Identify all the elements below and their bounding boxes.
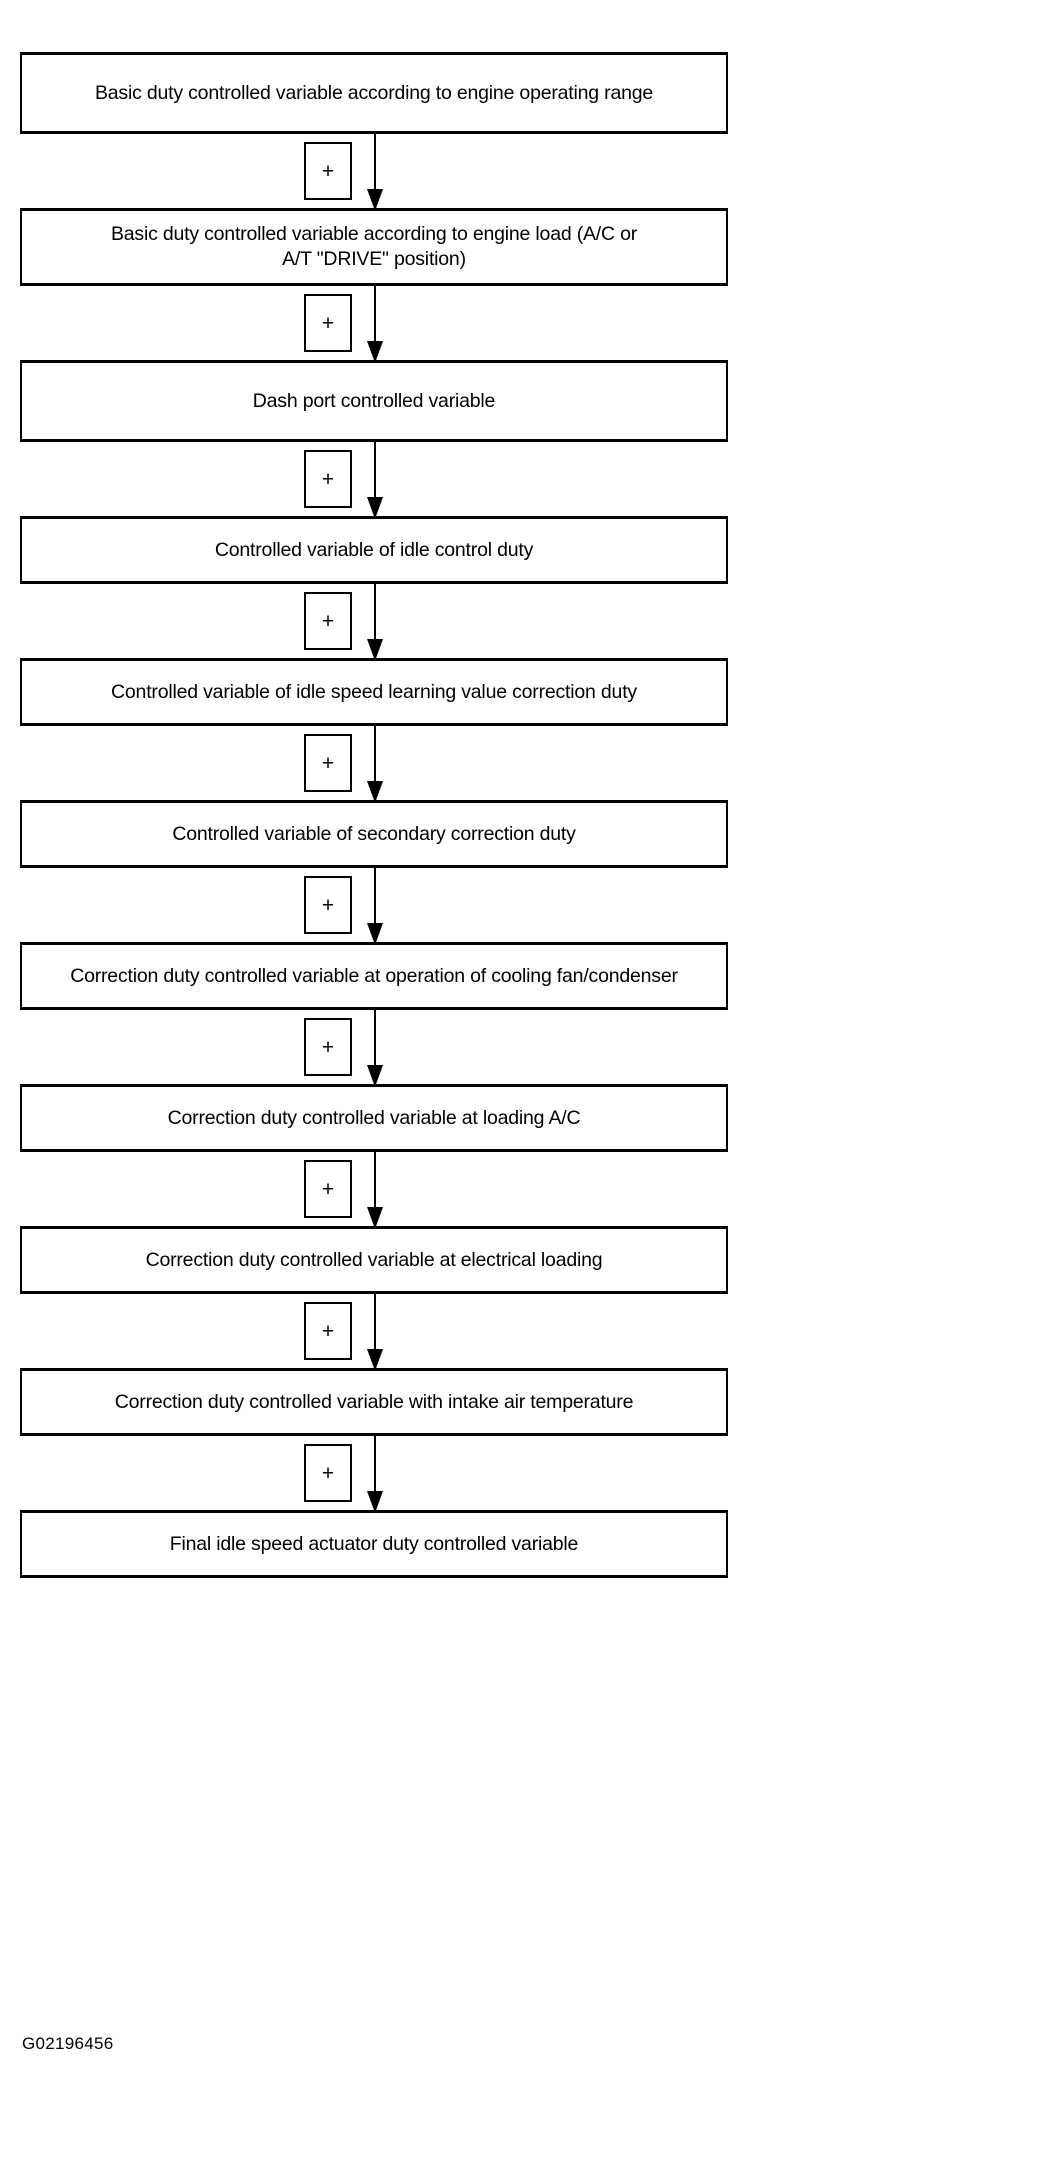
plus-operator-box-2: + — [304, 294, 352, 352]
arrow-head-icon-1 — [367, 189, 383, 211]
arrow-shaft-8 — [374, 1149, 376, 1211]
flow-node-5-label: Controlled variable of idle speed learni… — [111, 680, 637, 703]
arrow-head-icon-8 — [367, 1207, 383, 1229]
arrow-head-icon-7 — [367, 1065, 383, 1087]
flow-node-5: Controlled variable of idle speed learni… — [20, 658, 728, 726]
connector-10-to-11: + — [20, 1433, 728, 1513]
arrow-head-icon-4 — [367, 639, 383, 661]
plus-operator-label-5: + — [321, 751, 335, 775]
arrow-head-icon-3 — [367, 497, 383, 519]
arrow-head-icon-9 — [367, 1349, 383, 1371]
plus-operator-box-4: + — [304, 592, 352, 650]
flow-node-11-label: Final idle speed actuator duty controlle… — [169, 1532, 579, 1555]
arrow-shaft-10 — [374, 1433, 376, 1495]
connector-7-to-8: + — [20, 1007, 728, 1087]
arrow-shaft-7 — [374, 1007, 376, 1069]
connector-9-to-10: + — [20, 1291, 728, 1371]
arrow-head-icon-2 — [367, 341, 383, 363]
flow-node-2-label: Basic duty controlled variable according… — [110, 223, 638, 270]
flow-node-10: Correction duty controlled variable with… — [20, 1368, 728, 1436]
plus-operator-box-9: + — [304, 1302, 352, 1360]
plus-operator-box-3: + — [304, 450, 352, 508]
connector-2-to-3: + — [20, 283, 728, 363]
flow-node-7: Correction duty controlled variable at o… — [20, 942, 728, 1010]
flow-node-6: Controlled variable of secondary correct… — [20, 800, 728, 868]
arrow-head-icon-10 — [367, 1491, 383, 1513]
plus-operator-label-6: + — [321, 893, 335, 917]
plus-operator-label-9: + — [321, 1319, 335, 1343]
figure-caption: G02196456 — [22, 2034, 114, 2053]
flow-node-9-label: Correction duty controlled variable at e… — [145, 1248, 603, 1271]
connector-8-to-9: + — [20, 1149, 728, 1229]
flow-node-4: Controlled variable of idle control duty — [20, 516, 728, 584]
flow-node-11: Final idle speed actuator duty controlle… — [20, 1510, 728, 1578]
plus-operator-label-1: + — [321, 159, 335, 183]
connector-6-to-7: + — [20, 865, 728, 945]
flow-node-7-label: Correction duty controlled variable at o… — [70, 964, 678, 987]
plus-operator-label-4: + — [321, 609, 335, 633]
plus-operator-label-10: + — [321, 1461, 335, 1485]
flow-node-4-label: Controlled variable of idle control duty — [214, 538, 534, 561]
plus-operator-label-8: + — [321, 1177, 335, 1201]
flow-node-1-label: Basic duty controlled variable according… — [94, 81, 654, 104]
flow-node-10-label: Correction duty controlled variable with… — [114, 1390, 634, 1413]
flow-node-2: Basic duty controlled variable according… — [20, 208, 728, 286]
flow-node-3: Dash port controlled variable — [20, 360, 728, 442]
arrow-shaft-2 — [374, 283, 376, 345]
plus-operator-box-1: + — [304, 142, 352, 200]
plus-operator-label-2: + — [321, 311, 335, 335]
plus-operator-label-3: + — [321, 467, 335, 491]
arrow-shaft-4 — [374, 581, 376, 643]
connector-4-to-5: + — [20, 581, 728, 661]
connector-3-to-4: + — [20, 439, 728, 519]
plus-operator-box-8: + — [304, 1160, 352, 1218]
plus-operator-box-10: + — [304, 1444, 352, 1502]
arrow-shaft-1 — [374, 131, 376, 193]
flow-stack: Basic duty controlled variable according… — [20, 52, 728, 1578]
arrow-shaft-5 — [374, 723, 376, 785]
connector-5-to-6: + — [20, 723, 728, 803]
arrow-shaft-6 — [374, 865, 376, 927]
arrow-shaft-3 — [374, 439, 376, 501]
flow-node-8-label: Correction duty controlled variable at l… — [167, 1106, 581, 1129]
arrow-shaft-9 — [374, 1291, 376, 1353]
flow-node-9: Correction duty controlled variable at e… — [20, 1226, 728, 1294]
plus-operator-label-7: + — [321, 1035, 335, 1059]
flow-node-1: Basic duty controlled variable according… — [20, 52, 728, 134]
plus-operator-box-7: + — [304, 1018, 352, 1076]
plus-operator-box-5: + — [304, 734, 352, 792]
arrow-head-icon-5 — [367, 781, 383, 803]
connector-1-to-2: + — [20, 131, 728, 211]
flow-node-3-label: Dash port controlled variable — [252, 389, 496, 412]
plus-operator-box-6: + — [304, 876, 352, 934]
flow-node-8: Correction duty controlled variable at l… — [20, 1084, 728, 1152]
flow-node-6-label: Controlled variable of secondary correct… — [172, 822, 576, 845]
arrow-head-icon-6 — [367, 923, 383, 945]
